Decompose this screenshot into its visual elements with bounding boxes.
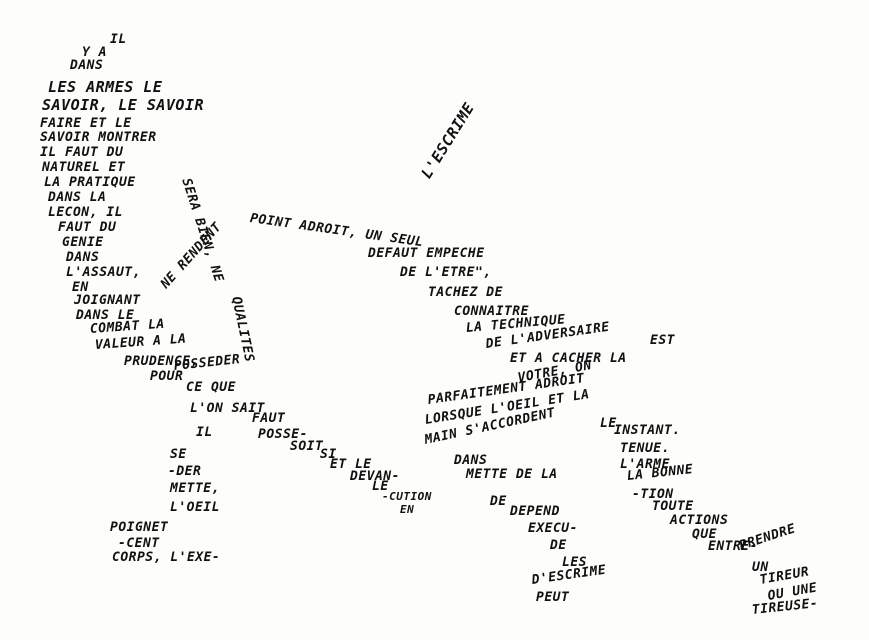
- text-line: PEUT: [536, 590, 570, 605]
- text-line: EST: [650, 333, 675, 348]
- text-line: LA PRATIQUE: [44, 175, 136, 190]
- text-line: NATUREL ET: [42, 160, 126, 175]
- text-line: DE L'ETRE",: [400, 265, 492, 280]
- text-line: -CUTION: [382, 490, 432, 503]
- text-line: IL: [196, 425, 213, 440]
- text-line: SAVOIR, LE SAVOIR: [42, 96, 205, 114]
- text-line: DEVAN-: [350, 469, 400, 484]
- text-line: PRUDENCE,: [124, 354, 199, 369]
- text-line: CONNAITRE: [454, 304, 529, 319]
- text-line: DEPEND: [510, 504, 560, 519]
- text-line: IL: [110, 32, 127, 47]
- text-line: DE: [550, 538, 567, 553]
- text-line: D'ESCRIME: [530, 562, 608, 588]
- text-line: DANS: [454, 453, 488, 468]
- text-line: POINT ADROIT, UN SEUL: [249, 211, 425, 251]
- text-line: METTE DE LA: [466, 467, 558, 482]
- text-line: CE QUE: [186, 380, 236, 395]
- text-line: POSSE-: [258, 427, 308, 442]
- text-line: EN: [400, 503, 415, 516]
- text-line: -DER: [168, 464, 202, 479]
- text-line: LES: [562, 555, 587, 570]
- text-line: LE: [600, 416, 617, 431]
- text-line: POUR: [150, 369, 184, 384]
- text-line: ACTIONS: [670, 513, 729, 528]
- text-line: IL FAUT DU: [40, 145, 124, 160]
- text-line: SE: [170, 447, 187, 462]
- text-line: L'ARME: [620, 457, 670, 472]
- text-line: POIGNET: [110, 520, 169, 535]
- text-line: SI: [320, 447, 337, 462]
- text-line: DANS: [66, 250, 100, 265]
- text-line: DE: [490, 494, 507, 509]
- text-line: Y A: [82, 45, 107, 60]
- text-line: SOIT: [290, 439, 324, 454]
- text-line: TACHEZ DE: [428, 285, 503, 300]
- text-line: ENTRE-: [708, 539, 758, 554]
- text-line: SAVOIR MONTRER: [40, 130, 157, 145]
- title-word: L'ESCRIME: [417, 99, 479, 182]
- text-line: GENIE: [62, 235, 104, 250]
- text-line: PRENDRE: [737, 521, 798, 554]
- text-line: L'OEIL: [170, 500, 220, 515]
- text-line: QUE: [692, 527, 717, 542]
- text-line: UN: [752, 560, 769, 575]
- text-line: FAUT: [252, 411, 286, 426]
- text-line: JOIGNANT: [74, 293, 141, 308]
- text-line: -TION: [632, 487, 674, 502]
- text-line: TENUE.: [620, 441, 670, 456]
- text-line: FAIRE ET LE: [40, 116, 132, 131]
- text-line: DANS LA: [48, 190, 107, 205]
- text-line: EN: [72, 280, 89, 295]
- text-line: INSTANT.: [614, 423, 681, 438]
- text-line: DEFAUT EMPECHE: [368, 246, 485, 261]
- text-line: LES ARMES LE: [48, 78, 163, 96]
- text-line: DANS LE: [76, 308, 135, 323]
- text-line: ET LE: [330, 457, 372, 472]
- text-line: TOUTE: [652, 499, 694, 514]
- text-line: L'ASSAUT,: [66, 265, 141, 280]
- text-line: LE: [372, 479, 389, 494]
- text-line: FAUT DU: [58, 220, 117, 235]
- text-line: L'ON SAIT: [190, 401, 265, 416]
- text-line: -CENT: [118, 536, 160, 551]
- text-line: LECON, IL: [48, 205, 123, 220]
- text-line: DANS: [70, 58, 104, 73]
- text-line: CORPS, L'EXE-: [112, 550, 221, 565]
- text-line: EXECU-: [528, 521, 578, 536]
- text-line: METTE,: [170, 481, 220, 496]
- text-line: ET A CACHER LA: [510, 351, 627, 366]
- text-line: TIREUSE-: [751, 596, 819, 618]
